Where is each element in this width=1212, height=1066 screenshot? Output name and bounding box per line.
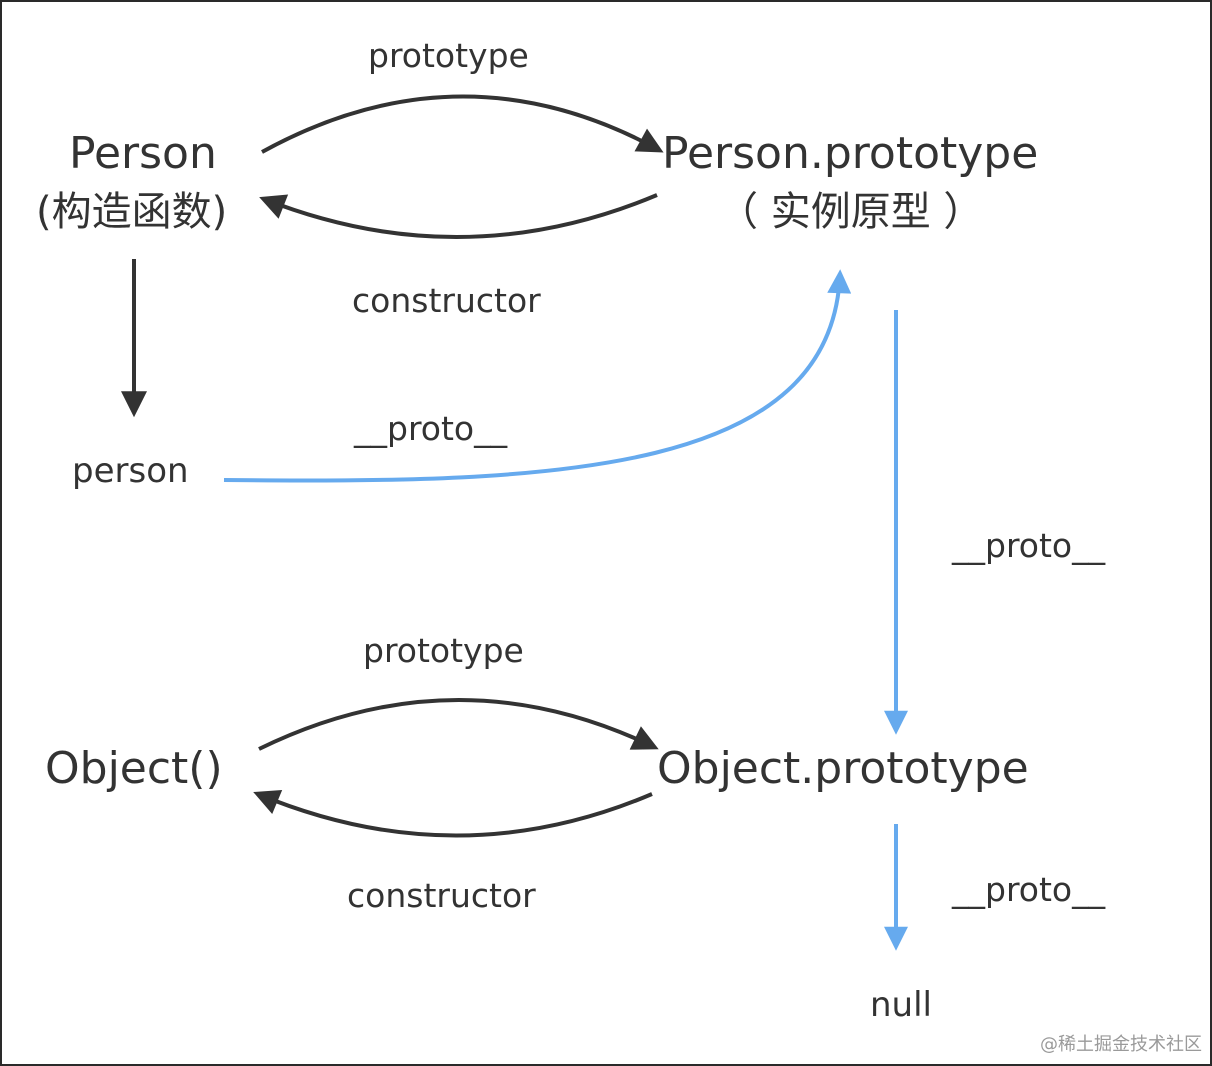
edge-label-bottom-prototype: prototype xyxy=(363,631,524,670)
edge-label-object-proto-to-null: __proto__ xyxy=(952,870,1106,909)
edge-label-person-proto-to-object-proto: __proto__ xyxy=(952,526,1106,565)
edge-top-prototype xyxy=(261,94,664,154)
node-person-constructor-subtitle: (构造函数) xyxy=(36,189,228,235)
edge-label-instance-proto: __proto__ xyxy=(354,409,508,448)
edge-top-constructor xyxy=(259,193,658,240)
edge-label-top-constructor: constructor xyxy=(352,281,541,320)
edge-instance-proto xyxy=(223,269,852,483)
node-person-constructor: Person xyxy=(69,128,217,179)
edge-bottom-constructor xyxy=(253,790,653,838)
edge-label-top-prototype: prototype xyxy=(368,36,529,75)
edge-bottom-prototype xyxy=(258,698,659,751)
edge-label-bottom-constructor: constructor xyxy=(347,876,536,915)
node-object-prototype: Object.prototype xyxy=(657,743,1029,794)
node-person-prototype-subtitle: （ 实例原型 ） xyxy=(718,189,984,235)
node-person-instance: person xyxy=(72,451,189,491)
node-null: null xyxy=(870,985,932,1025)
node-object-constructor: Object() xyxy=(45,743,223,794)
node-person-prototype: Person.prototype xyxy=(662,128,1039,179)
watermark: @稀土掘金技术社区 xyxy=(1040,1034,1202,1055)
